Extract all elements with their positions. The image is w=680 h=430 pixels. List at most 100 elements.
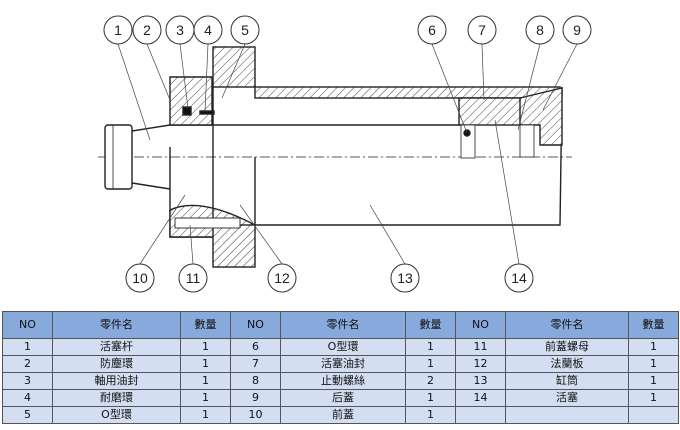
callout-number: 4 [204, 22, 212, 38]
quantity: 1 [405, 389, 456, 407]
callout-8: 8 [525, 15, 555, 45]
column-header: 零件名 [280, 311, 406, 339]
callout-circle [467, 15, 497, 45]
part-no: 14 [455, 389, 506, 407]
callout-circle [504, 263, 534, 293]
quantity: 1 [180, 389, 231, 407]
callout-number: 13 [397, 270, 413, 286]
part-no: 4 [2, 389, 53, 407]
part-no: 6 [230, 338, 281, 356]
callout-number: 8 [536, 22, 544, 38]
callout-number: 7 [478, 22, 486, 38]
quantity: 1 [180, 406, 231, 424]
callout-7: 7 [467, 15, 497, 45]
callout-circle [390, 263, 420, 293]
callout-4: 4 [193, 15, 223, 45]
leader-9 [542, 43, 578, 111]
part-no: 13 [455, 372, 506, 390]
part-no: 7 [230, 355, 281, 373]
leader-5 [221, 43, 246, 99]
callout-13: 13 [390, 263, 420, 293]
part-name: 前蓋螺母 [505, 338, 629, 356]
column-header: 數量 [628, 311, 679, 339]
leader-11 [189, 224, 194, 265]
part-name: O型環 [52, 406, 181, 424]
callout-circle [132, 15, 162, 45]
part-name: 前蓋 [280, 406, 406, 424]
part-name: 止動螺絲 [280, 372, 406, 390]
part-no: 1 [2, 338, 53, 356]
rod-end [104, 124, 133, 190]
quantity: 1 [180, 372, 231, 390]
callout-11: 11 [178, 263, 208, 293]
barrel-wall [254, 86, 561, 99]
flange-upper [212, 46, 256, 88]
quantity: 1 [405, 355, 456, 373]
callout-circle [417, 15, 447, 45]
quantity: 1 [180, 338, 231, 356]
callout-3: 3 [165, 15, 195, 45]
callout-number: 9 [573, 22, 581, 38]
callout-6: 6 [417, 15, 447, 45]
leader-14 [494, 119, 520, 265]
callout-circle [178, 263, 208, 293]
callout-2: 2 [132, 15, 162, 45]
leader-10 [139, 194, 186, 265]
callout-number: 3 [176, 22, 184, 38]
callout-number: 6 [428, 22, 436, 38]
part-no [455, 406, 506, 424]
leader-1 [117, 43, 151, 141]
part-name: 法蘭板 [505, 355, 629, 373]
part-name: 活塞油封 [280, 355, 406, 373]
part-name: 防塵環 [52, 355, 181, 373]
quantity: 1 [405, 406, 456, 424]
leader-4 [204, 43, 209, 113]
quantity: 1 [628, 389, 679, 407]
part-no: 11 [455, 338, 506, 356]
part-no: 9 [230, 389, 281, 407]
part-no: 10 [230, 406, 281, 424]
quantity: 1 [628, 338, 679, 356]
column-header: NO [2, 311, 53, 339]
leader-6 [431, 43, 468, 134]
leader-2 [146, 43, 171, 101]
column-header: NO [230, 311, 281, 339]
quantity: 1 [628, 355, 679, 373]
callout-5: 5 [230, 15, 260, 45]
callout-number: 5 [241, 22, 249, 38]
callout-circle [230, 15, 260, 45]
callout-circle [267, 263, 297, 293]
part-name: 活塞杆 [52, 338, 181, 356]
column-header: 數量 [180, 311, 231, 339]
callout-9: 9 [562, 15, 592, 45]
part-name: 缸筒 [505, 372, 629, 390]
callout-12: 12 [267, 263, 297, 293]
column-header: 數量 [405, 311, 456, 339]
part-name: O型環 [280, 338, 406, 356]
quantity: 1 [405, 338, 456, 356]
column-header: 零件名 [505, 311, 629, 339]
part-no: 12 [455, 355, 506, 373]
callout-14: 14 [504, 263, 534, 293]
part-name: 活塞 [505, 389, 629, 407]
leader-13 [369, 204, 406, 265]
leader-7 [481, 43, 485, 101]
callout-number: 11 [186, 270, 201, 286]
callout-10: 10 [125, 263, 155, 293]
callout-number: 12 [274, 270, 290, 286]
part-name: 軸用油封 [52, 372, 181, 390]
part-name [505, 406, 629, 424]
leader-12 [239, 204, 283, 265]
piston [458, 97, 523, 126]
bolt [174, 217, 241, 229]
part-no: 5 [2, 406, 53, 424]
callout-number: 1 [114, 22, 122, 38]
callout-1: 1 [103, 15, 133, 45]
